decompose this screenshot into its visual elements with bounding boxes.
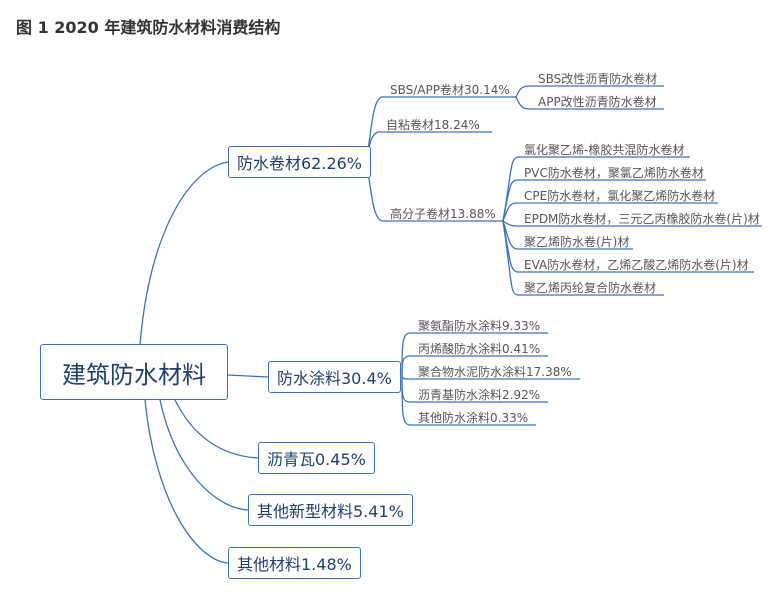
link-tl-5 — [401, 376, 536, 426]
link-tl-2 — [401, 355, 548, 378]
link-sbs-leaf1 — [515, 85, 664, 98]
leaf-gf-3[interactable]: CPE防水卷材，氯化聚乙烯防水卷材 — [524, 189, 716, 203]
leaf-tl-4[interactable]: 沥青基防水涂料2.92% — [418, 388, 541, 402]
leaf-sbs-1[interactable]: SBS改性沥青防水卷材 — [538, 72, 658, 86]
link-gf-3 — [502, 202, 718, 222]
root-node[interactable]: 建筑防水材料 — [40, 344, 228, 400]
link-root-xinxing — [159, 399, 249, 511]
leaf-tl-2[interactable]: 丙烯酸防水涂料0.41% — [418, 342, 541, 356]
link-gf-2 — [502, 179, 706, 222]
node-tuliao[interactable]: 防水涂料30.4% — [268, 361, 401, 393]
link-gf-7 — [502, 220, 664, 296]
leaf-gf-7[interactable]: 聚乙烯丙纶复合防水卷材 — [524, 281, 657, 295]
figure-title: 图 1 2020 年建筑防水材料消费结构 — [16, 18, 281, 37]
leaf-gf-6[interactable]: EVA防水卷材，乙烯乙酸乙烯防水卷(片)材 — [524, 258, 749, 272]
leaf-sbs-2[interactable]: APP改性沥青防水卷材 — [538, 95, 657, 109]
node-qita[interactable]: 其他材料1.48% — [228, 547, 361, 579]
link-gf-4 — [502, 220, 762, 227]
node-juanca[interactable]: 防水卷材62.26% — [228, 146, 372, 178]
link-root-liqingwa — [174, 399, 259, 459]
node-liqingwa[interactable]: 沥青瓦0.45% — [258, 442, 375, 474]
link-root-tuliao — [227, 374, 269, 378]
link-root-qita — [144, 399, 229, 564]
link-sbs-leaf2 — [515, 96, 664, 110]
leaf-tl-1[interactable]: 聚氨酯防水涂料9.33% — [418, 319, 541, 333]
leaf-tl-5[interactable]: 其他防水涂料0.33% — [418, 411, 529, 425]
leaf-gf-5[interactable]: 聚乙烯防水卷(片)材 — [524, 235, 630, 249]
leaf-gf-2[interactable]: PVC防水卷材，聚氯乙烯防水卷材 — [524, 166, 704, 180]
node-gaofenzi[interactable]: 高分子卷材13.88% — [390, 207, 496, 221]
link-root-juanca — [139, 161, 229, 345]
link-gf-5 — [502, 220, 633, 250]
node-zinian[interactable]: 自粘卷材18.24% — [386, 118, 480, 132]
leaf-tl-3[interactable]: 聚合物水泥防水涂料17.38% — [418, 365, 572, 379]
leaf-gf-4[interactable]: EPDM防水卷材，三元乙丙橡胶防水卷(片)材 — [524, 212, 760, 226]
leaf-gf-1[interactable]: 氯化聚乙烯-橡胶共混防水卷材 — [524, 143, 685, 157]
node-xinxing[interactable]: 其他新型材料5.41% — [248, 494, 413, 526]
node-sbs[interactable]: SBS/APP卷材30.14% — [390, 83, 510, 97]
link-juanca-zinian — [365, 131, 492, 163]
